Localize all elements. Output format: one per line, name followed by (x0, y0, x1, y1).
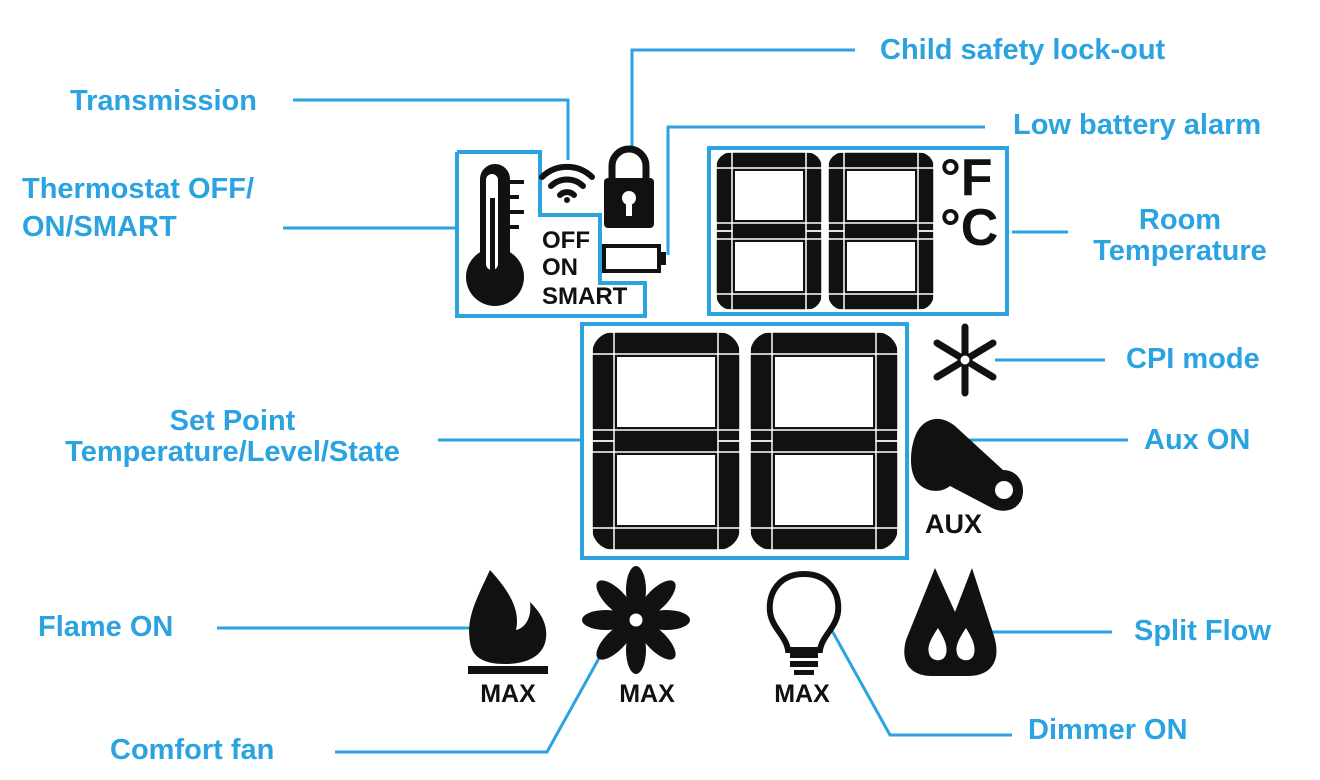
label-comfort-fan: Comfort fan (110, 734, 275, 766)
seven-segment-digits (591, 151, 935, 551)
label-low-battery: Low battery alarm (1013, 109, 1262, 141)
wifi-icon (539, 163, 595, 203)
label-split-flow: Split Flow (1134, 615, 1271, 647)
label-set-point-line2: Temperature/Level/State (65, 436, 400, 468)
transmission-line (293, 98, 570, 160)
child-lock-line (630, 48, 855, 150)
label-set-point-line1: Set Point (169, 405, 296, 437)
aux-text: AUX (925, 509, 983, 539)
segment-g (875, 440, 899, 551)
segment-f (715, 230, 733, 311)
label-dimmer-on: Dimmer ON (1028, 714, 1188, 746)
label-room-temp-line2: Temperature (1093, 235, 1267, 267)
comfort-fan-line (335, 641, 610, 754)
segment-f (591, 440, 615, 551)
callout-lines (217, 48, 1128, 754)
digit-2 (827, 151, 935, 311)
segment-g (717, 440, 741, 551)
mode-on-text: ON (542, 254, 578, 281)
label-cpi-mode: CPI mode (1126, 343, 1260, 375)
digit-upper-window (847, 171, 915, 220)
dimmer-line (813, 599, 1012, 737)
segment-f (827, 230, 845, 311)
bulb-icon (766, 570, 842, 675)
fan-icon (582, 566, 690, 674)
segment-g (917, 230, 935, 311)
digit-3 (591, 331, 741, 551)
split-flow-icon (904, 568, 997, 676)
display-frames (455, 146, 1009, 560)
fan-max-text: MAX (619, 680, 675, 708)
padlock-icon (604, 145, 654, 228)
mode-off-text: OFF (542, 227, 590, 254)
digit-upper-window (775, 357, 873, 427)
fahrenheit-unit: °F (940, 149, 993, 207)
celsius-unit: °C (940, 199, 999, 257)
digit-lower-window (775, 455, 873, 525)
digit-1 (715, 151, 823, 311)
digit-upper-window (735, 171, 803, 220)
battery-icon (602, 244, 666, 273)
segment-f (749, 440, 773, 551)
label-flame-on: Flame ON (38, 611, 174, 643)
flame-max-text: MAX (480, 680, 536, 708)
label-thermostat-line1: Thermostat OFF/ (22, 173, 255, 205)
digit-lower-window (847, 242, 915, 291)
digit-lower-window (735, 242, 803, 291)
label-child-lock: Child safety lock-out (880, 34, 1166, 66)
mode-smart-text: SMART (542, 283, 628, 310)
label-thermostat-line2: ON/SMART (22, 211, 177, 243)
digit-upper-window (617, 357, 715, 427)
label-transmission: Transmission (70, 85, 257, 117)
segment-g (805, 230, 823, 311)
hand-pointer-icon (910, 418, 1024, 511)
label-room-temp-line1: Room (1138, 204, 1222, 236)
low-battery-line (666, 125, 985, 255)
digit-lower-window (617, 455, 715, 525)
digit-4 (749, 331, 899, 551)
thermometer-icon (466, 164, 524, 306)
dimmer-max-text: MAX (774, 680, 830, 708)
label-aux-on: Aux ON (1144, 424, 1251, 456)
snowflake-icon (933, 323, 997, 397)
flame-icon (468, 570, 548, 674)
